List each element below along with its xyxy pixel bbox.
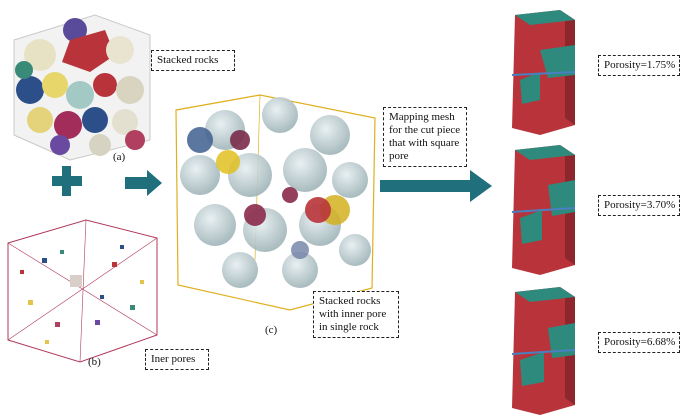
mesh-piece-3 [511, 287, 576, 415]
panel-tag-a: (a) [113, 151, 126, 163]
stacked-rocks-cube [13, 14, 151, 161]
porosity-label-3: Porosity=6.68% [598, 332, 680, 353]
panel-tag-c: (c) [265, 324, 278, 336]
label-stacked-inner-pore: Stacked rocks with inner pore in single … [313, 291, 399, 338]
label-stacked-rocks: Stacked rocks [151, 50, 235, 71]
stacked-rocks-with-pores-cube [175, 94, 376, 311]
label-mapping-mesh: Mapping mesh for the cut piece that with… [383, 107, 467, 167]
plus-icon [52, 166, 82, 196]
arrow-to-mesh-icon [380, 170, 492, 202]
panel-tag-b: (b) [88, 356, 101, 368]
porosity-label-1: Porosity=1.75% [598, 55, 680, 76]
arrow-to-c-icon [125, 170, 162, 196]
inner-pores-cube [7, 219, 158, 363]
porosity-label-2: Porosity=3.70% [598, 195, 680, 216]
label-iner-pores: Iner pores [145, 349, 209, 370]
mesh-piece-1 [511, 10, 576, 135]
mesh-piece-2 [511, 145, 576, 275]
